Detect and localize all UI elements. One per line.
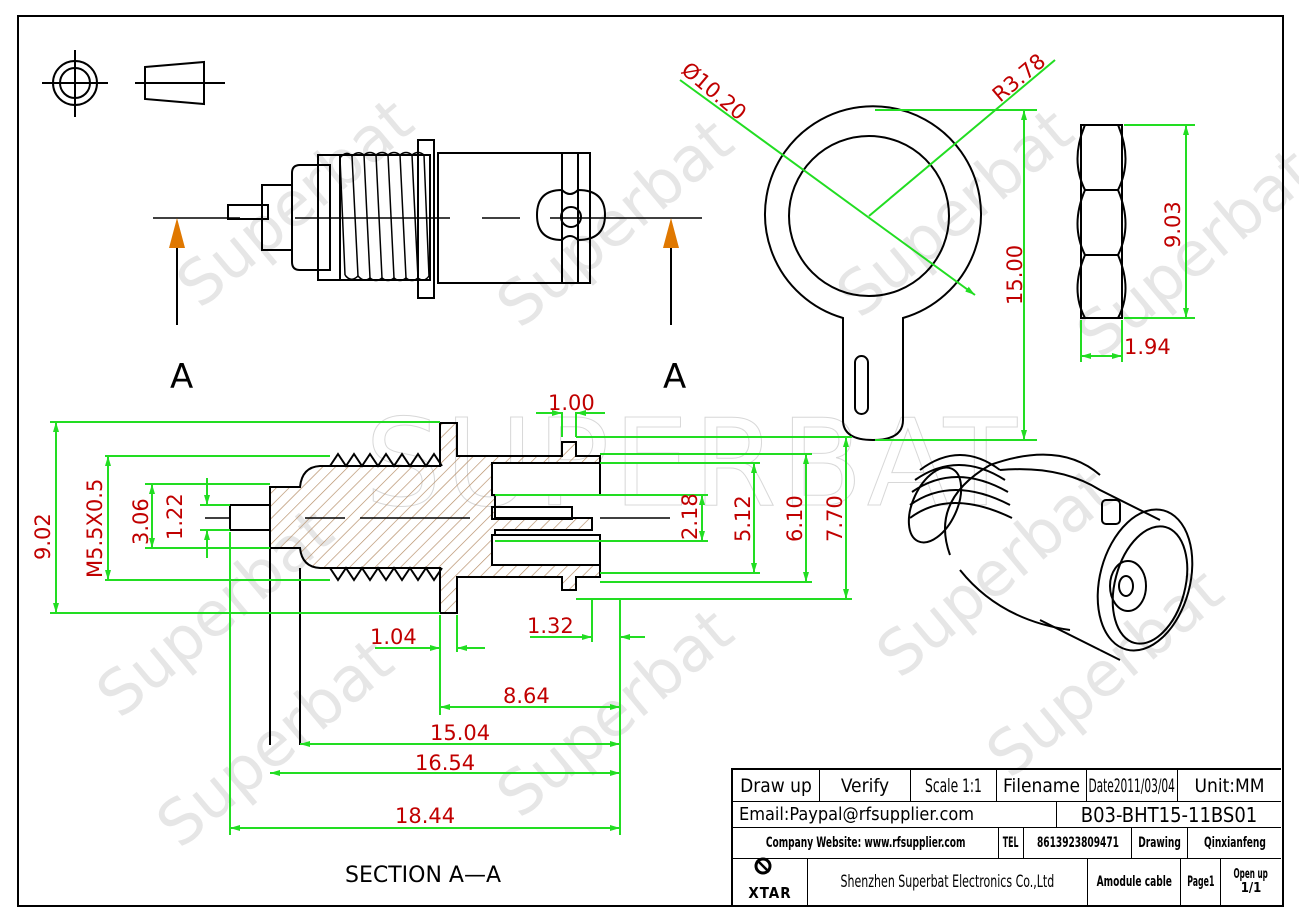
dim-inner-contact: 2.18 — [678, 493, 702, 540]
logo-cell: XTAR — [733, 859, 808, 905]
title-row-2: Email:Paypal@rfsupplier.com B03-BHT15-11… — [733, 802, 1281, 828]
dim-flange-thickness: 1.04 — [370, 625, 417, 649]
company-text: Shenzhen Superbat Electronics Co.,Ltd — [840, 872, 1055, 892]
dim-groove-width: 1.32 — [527, 614, 574, 638]
date-text: Date2011/03/04 — [1088, 774, 1176, 797]
page-cell: Page1 — [1181, 859, 1221, 905]
dim-bayonet-diameter: 7.70 — [823, 495, 847, 542]
hex-nut-view — [1076, 124, 1127, 319]
email-cell: Email:Paypal@rfsupplier.com — [733, 802, 1057, 827]
washer-dimensions — [679, 59, 1056, 441]
dim-pin-diameter: 1.22 — [163, 493, 187, 540]
section-cut-markers: A A — [169, 218, 686, 397]
dim-thread: M5.5X0.5 — [83, 479, 107, 578]
cut-label-right: A — [663, 357, 686, 397]
drawer-cell: Qinxianfeng — [1188, 828, 1281, 858]
verify-cell: Verify — [820, 770, 911, 801]
dim-front-length: 8.64 — [503, 684, 550, 708]
tel-label-cell: TEL — [999, 828, 1024, 858]
unit-cell: Unit:MM — [1194, 774, 1265, 797]
dim-length-to-tail: 15.04 — [430, 721, 490, 745]
drawing-label-cell: Drawing — [1132, 828, 1188, 858]
projection-symbol — [42, 50, 225, 117]
drawing-frame — [17, 15, 1284, 907]
cut-arrow-left-icon — [169, 218, 185, 248]
xtar-logo-icon — [754, 857, 772, 875]
cut-label-left: A — [170, 357, 193, 397]
title-row-3: Company Website: www.rfsupplier.com TEL … — [733, 828, 1281, 859]
open-up-cell: Open up 1/1 — [1221, 859, 1281, 905]
scale-cell: Scale 1:1 — [911, 770, 997, 801]
open-up-label: Open up — [1233, 867, 1269, 882]
title-row-1: Draw up Verify Scale 1:1 Filename Date20… — [733, 770, 1281, 802]
title-block: Draw up Verify Scale 1:1 Filename Date20… — [731, 768, 1281, 905]
drawing-label: Drawing — [1138, 835, 1181, 851]
draw-up-cell: Draw up — [733, 770, 820, 801]
tel-cell: 8613923809471 — [1024, 828, 1132, 858]
dim-nut-thickness: 1.94 — [1124, 335, 1171, 359]
tel-text: 8613923809471 — [1036, 835, 1119, 851]
dim-washer-length: 15.00 — [1003, 245, 1027, 305]
website-text: Company Website: www.rfsupplier.com — [765, 835, 966, 851]
dim-nut-height: 9.03 — [1161, 201, 1185, 248]
section-label: SECTION A—A — [345, 863, 501, 888]
product-text: Amodule cable — [1096, 874, 1172, 890]
product-cell: Amodule cable — [1088, 859, 1181, 905]
part-number-cell: B03-BHT15-11BS01 — [1080, 802, 1258, 827]
logo-text: XTAR — [748, 884, 792, 902]
connector-isometric-view — [907, 453, 1194, 661]
dim-rear-diameter: 3.06 — [129, 498, 153, 545]
cut-arrow-right-icon — [663, 218, 679, 248]
scale-text: Scale 1:1 — [925, 774, 982, 797]
date-cell: Date2011/03/04 — [1087, 770, 1178, 801]
dim-length-to-pin-step: 16.54 — [415, 751, 475, 775]
dim-inner-bore: 5.12 — [731, 495, 755, 542]
website-cell: Company Website: www.rfsupplier.com — [733, 828, 999, 858]
drawer-text: Qinxianfeng — [1203, 835, 1266, 851]
lock-washer-view — [764, 105, 982, 442]
company-cell: Shenzhen Superbat Electronics Co.,Ltd — [808, 859, 1088, 905]
section-dimensions — [50, 410, 852, 835]
page-text: Page1 — [1186, 874, 1215, 890]
dim-overall-height: 9.02 — [31, 513, 55, 560]
dim-overall-length: 18.44 — [395, 804, 455, 828]
filename-cell: Filename — [997, 770, 1087, 801]
tel-label: TEL — [1003, 835, 1019, 851]
open-up-count: 1/1 — [1240, 881, 1262, 896]
nut-dimensions — [1080, 124, 1195, 362]
dim-flange-width: 1.00 — [548, 391, 595, 415]
dim-outer-body: 6.10 — [783, 495, 807, 542]
title-row-4: XTAR Shenzhen Superbat Electronics Co.,L… — [733, 859, 1281, 905]
